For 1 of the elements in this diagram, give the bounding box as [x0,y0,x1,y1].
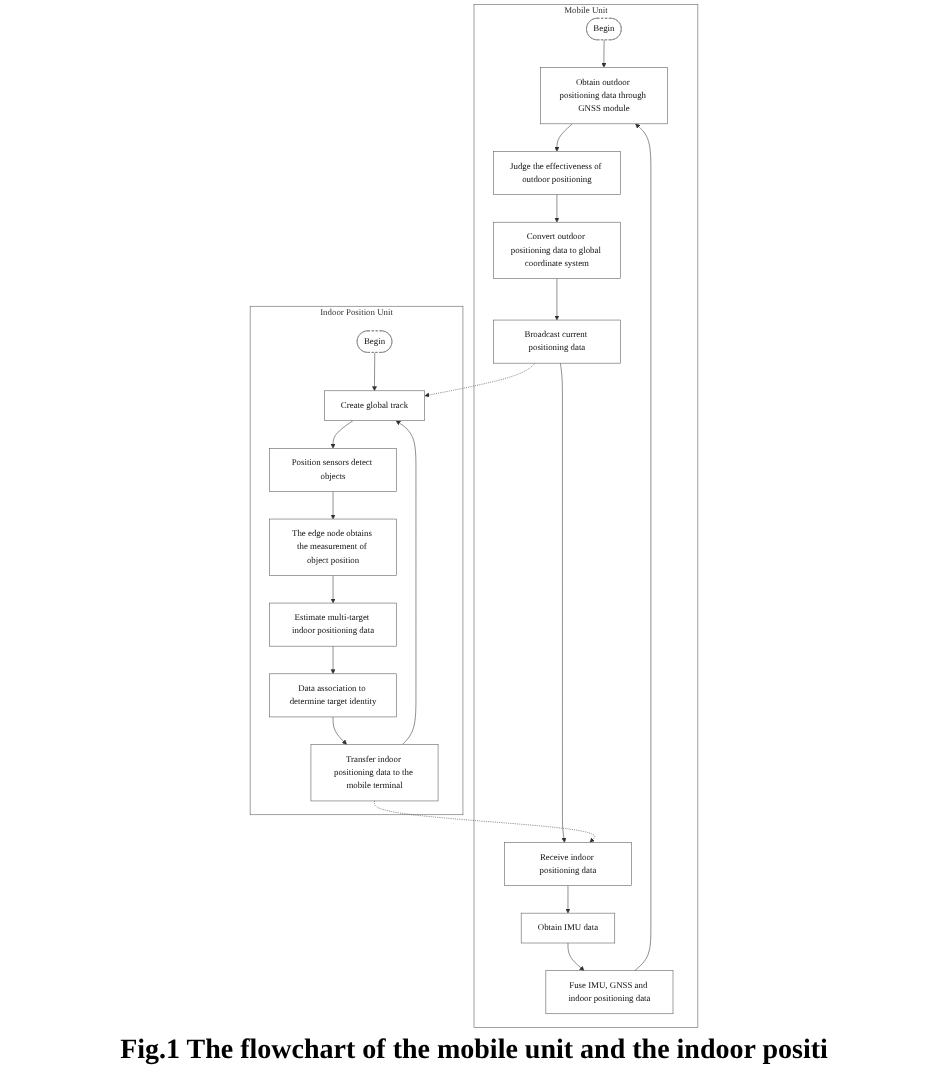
figure-caption: Fig.1 The flowchart of the mobile unit and the indoor positi [118,1034,830,1070]
